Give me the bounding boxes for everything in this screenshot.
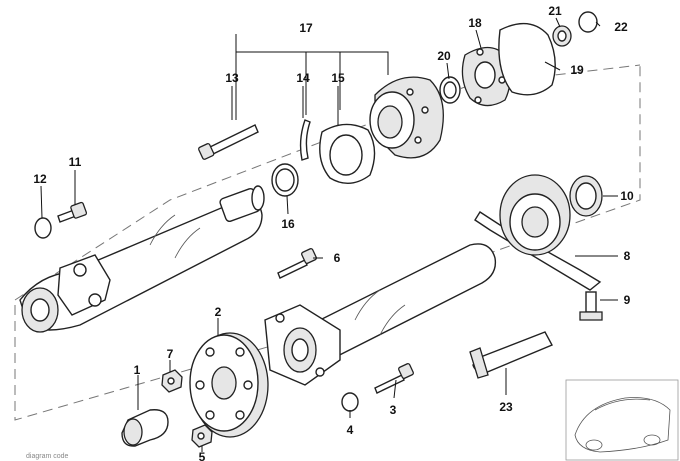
rear-shaft-section xyxy=(264,243,497,386)
callout-20: 20 xyxy=(437,49,451,63)
callout-5: 5 xyxy=(199,450,206,461)
callout-4: 4 xyxy=(347,423,354,437)
callout-21: 21 xyxy=(548,4,562,18)
front-shaft-section xyxy=(19,185,265,333)
callout-11: 11 xyxy=(69,155,82,169)
callout-7: 7 xyxy=(167,347,174,361)
callout-3: 3 xyxy=(390,403,397,417)
callout-6: 6 xyxy=(334,251,341,265)
part-3-bolt xyxy=(374,363,414,394)
part-21-cap xyxy=(552,25,572,47)
part-11-bolt xyxy=(57,201,88,223)
callout-19: 19 xyxy=(570,63,584,77)
part-5-nut xyxy=(191,424,213,448)
diagram-code-watermark: diagram code xyxy=(26,453,69,460)
callout-1: 1 xyxy=(134,363,141,377)
part-1-sleeve xyxy=(121,409,169,447)
vehicle-locator-inset xyxy=(565,379,679,461)
callout-16: 16 xyxy=(281,217,295,231)
part-9-bolt xyxy=(579,291,603,321)
callout-2: 2 xyxy=(215,305,222,319)
callout-22: 22 xyxy=(614,20,628,34)
part-17-flange xyxy=(369,76,444,159)
part-2-flex-disc xyxy=(189,332,269,438)
callout-labels: 1 2 3 4 5 6 7 8 9 10 11 12 13 14 15 16 1… xyxy=(33,4,634,461)
callout-9: 9 xyxy=(624,293,631,307)
callout-18: 18 xyxy=(468,16,482,30)
part-13-bolt xyxy=(198,124,259,160)
part-8-center-bearing xyxy=(474,174,602,291)
callout-15: 15 xyxy=(331,71,345,85)
part-12-washer xyxy=(34,217,52,239)
callout-10: 10 xyxy=(620,189,634,203)
part-15-plate xyxy=(319,123,376,184)
part-7-nut xyxy=(161,369,183,393)
callout-14: 14 xyxy=(296,71,310,85)
part-10-seal xyxy=(569,175,603,217)
callout-17: 17 xyxy=(299,21,313,35)
part-6-bolt xyxy=(277,248,317,279)
leader-lines xyxy=(40,17,618,452)
part-20-circlip xyxy=(439,76,461,104)
callout-13: 13 xyxy=(225,71,239,85)
part-23-grease-tube xyxy=(469,331,553,379)
part-16-clamp xyxy=(271,163,299,197)
callout-12: 12 xyxy=(33,172,47,186)
part-22-ring xyxy=(578,11,598,33)
callout-8: 8 xyxy=(624,249,631,263)
callout-23: 23 xyxy=(499,400,513,414)
part-14-clip xyxy=(299,119,311,161)
part-4-washer xyxy=(341,392,359,412)
part-19-gasket xyxy=(498,22,556,96)
